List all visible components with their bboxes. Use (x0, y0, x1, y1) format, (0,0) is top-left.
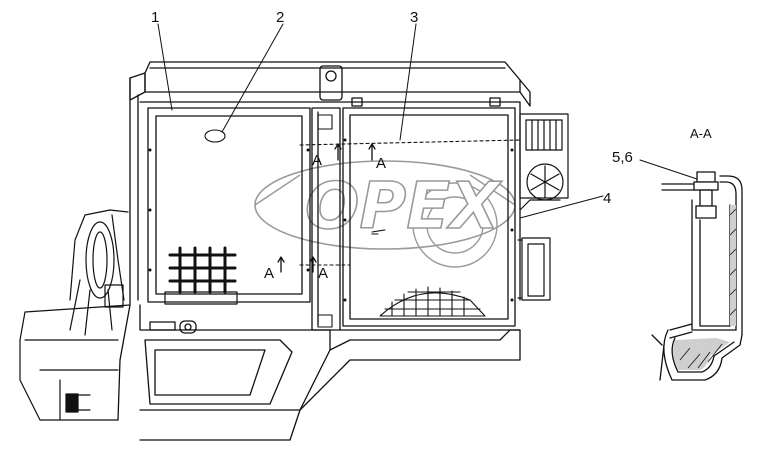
section-mark-a-4: A (318, 265, 328, 282)
leader-lines (157, 23, 701, 219)
callout-2: 2 (276, 9, 284, 26)
section-hatching (673, 205, 736, 370)
callout-3: 3 (410, 9, 418, 26)
gear-icon (412, 182, 498, 268)
section-mark-a-2: A (376, 155, 386, 172)
section-aa-detail (651, 171, 743, 381)
section-hatch-lines (679, 208, 737, 369)
vent-grille-right (379, 286, 486, 317)
wiper-washer-oval (204, 129, 226, 143)
fan-icon (526, 163, 564, 201)
cab-body (117, 61, 531, 441)
rear-fan-assembly (517, 113, 569, 301)
rivets (148, 138, 514, 302)
section-arrows (277, 143, 376, 273)
section-title: A-A (690, 126, 712, 141)
watermark-text: OPEX (305, 170, 502, 244)
callout-1: 1 (151, 9, 159, 26)
section-mark-a-1: A (312, 152, 322, 169)
section-mark-a-3: A (264, 265, 274, 282)
engine-hood (19, 209, 131, 421)
opex-watermark: OPEX (254, 160, 516, 268)
vent-grille-left (168, 246, 237, 294)
callout-5-6: 5,6 (612, 149, 633, 166)
callout-4: 4 (603, 190, 611, 207)
window-details (148, 114, 521, 328)
